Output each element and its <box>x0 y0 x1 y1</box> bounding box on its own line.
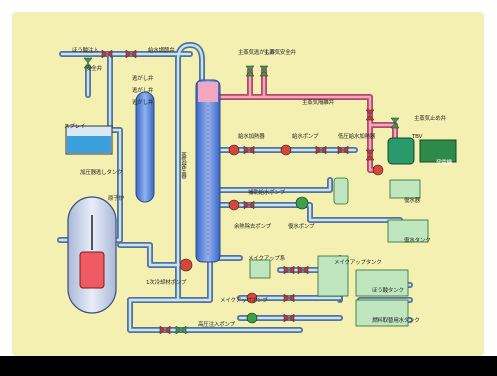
label-reactor: 原子炉 <box>108 196 124 202</box>
label-condenser: 復水器 <box>404 198 420 204</box>
equipment-boxes <box>249 177 429 327</box>
label-main-steam-line: 主蒸気隔離弁 <box>302 100 334 106</box>
label-valve-c: 逃がし弁 <box>132 100 154 106</box>
label-makeup-pump: メイクアップポンプ <box>220 298 268 304</box>
label-hp-injection-pump: 高圧注入ポンプ <box>198 322 235 328</box>
label-main-coolant: 蒸気発生器 <box>180 152 186 179</box>
label-dilution-tank: 加圧器逃しタンク <box>80 170 123 176</box>
label-waste-tank: 燃料取替用水タンク <box>372 318 420 324</box>
label-residual-heat-pump: 余熱除去ポンプ <box>234 224 271 230</box>
label-makeup-heat: メイクアップ系 <box>248 256 285 262</box>
label-feedwater-main: 給水調節弁 <box>148 48 175 54</box>
label-valve-a: 逃がし弁 <box>132 76 154 82</box>
label-feedwater-pump: 給水ポンプ <box>292 134 319 140</box>
label-tbv: TBV <box>412 134 423 140</box>
accumulator-column <box>135 91 155 203</box>
plant-diagram <box>57 42 457 335</box>
dilution-tank <box>65 125 113 155</box>
bottom-bar <box>0 356 497 376</box>
label-valve-b: 逃がし弁 <box>132 88 154 94</box>
label-feedwater-heater: 給水加熱器 <box>238 134 265 140</box>
label-feedwater-heater-2: 低圧給水加熱器 <box>338 134 376 140</box>
steam-generator <box>195 79 221 263</box>
reactor-vessel <box>67 196 117 314</box>
label-condensate-pump: 復水ポンプ <box>288 224 315 230</box>
label-injection: スプレイ <box>64 124 86 130</box>
label-storage-tank: 復水タンク <box>404 238 431 244</box>
turbine <box>387 137 457 165</box>
pumps <box>179 144 384 324</box>
label-aux-feedwater-pump: 補助給水ポンプ <box>248 190 285 196</box>
label-boron-addition: ほう酸注入 <box>72 48 99 54</box>
label-charging-pump: 1次冷却材ポンプ <box>146 280 187 286</box>
label-boric-acid-tank: ほう酸タンク <box>372 288 404 294</box>
label-makeup-tank: メイクアップタンク <box>334 260 382 266</box>
label-main-steam-isolation: 主蒸気逃がし弁 <box>238 50 276 56</box>
valves <box>83 49 400 335</box>
label-main-steam-safety: 主蒸気安全弁 <box>264 50 296 56</box>
label-safety-valve: 安全弁 <box>86 66 102 72</box>
label-generator: 発電機 <box>436 160 452 166</box>
diagram-panel: ほう酸注入 給水調節弁 安全弁 逃がし弁 逃がし弁 逃がし弁 スプレイ 加圧器逃… <box>12 12 484 356</box>
label-main-steam-stop: 主蒸気止め弁 <box>414 116 446 122</box>
